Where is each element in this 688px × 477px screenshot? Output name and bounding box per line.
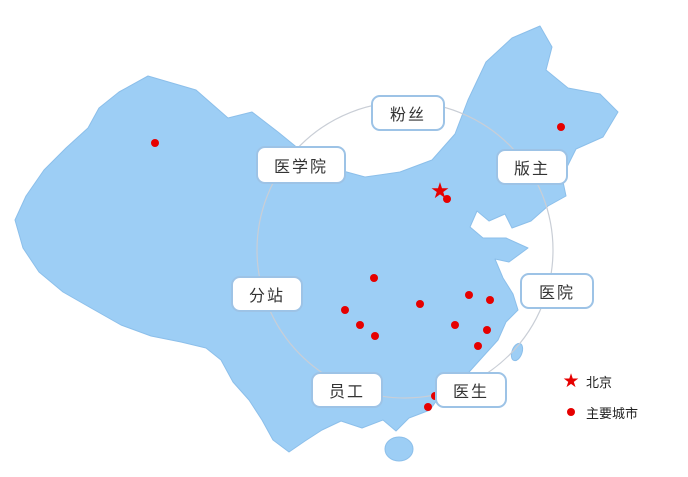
legend-major-city-label: 主要城市 <box>586 405 639 421</box>
node-medical-school: 医学院 <box>256 146 346 184</box>
legend-beijing: ★ 北京 <box>558 370 612 392</box>
node-hospital-label: 医院 <box>538 285 575 302</box>
node-doctor: 医生 <box>435 372 507 408</box>
node-fans-label: 粉丝 <box>389 107 426 124</box>
node-hospital: 医院 <box>520 273 594 309</box>
beijing-star-icon: ★ <box>430 177 450 203</box>
legend-beijing-label: 北京 <box>586 374 613 390</box>
node-staff: 员工 <box>311 372 383 408</box>
node-branch-label: 分站 <box>248 288 285 305</box>
node-medical-school-label: 医学院 <box>273 159 328 176</box>
china-map-shape <box>14 25 619 453</box>
node-moderator: 版主 <box>496 149 568 185</box>
node-fans: 粉丝 <box>371 95 445 131</box>
legend-major-city: 主要城市 <box>558 401 638 423</box>
legend-star-icon: ★ <box>562 370 580 392</box>
legend-dot-icon <box>567 408 575 416</box>
node-staff-label: 员工 <box>328 384 365 401</box>
node-doctor-label: 医生 <box>452 384 489 401</box>
node-moderator-label: 版主 <box>513 161 550 178</box>
node-branch: 分站 <box>231 276 303 312</box>
hainan-island <box>384 436 414 462</box>
